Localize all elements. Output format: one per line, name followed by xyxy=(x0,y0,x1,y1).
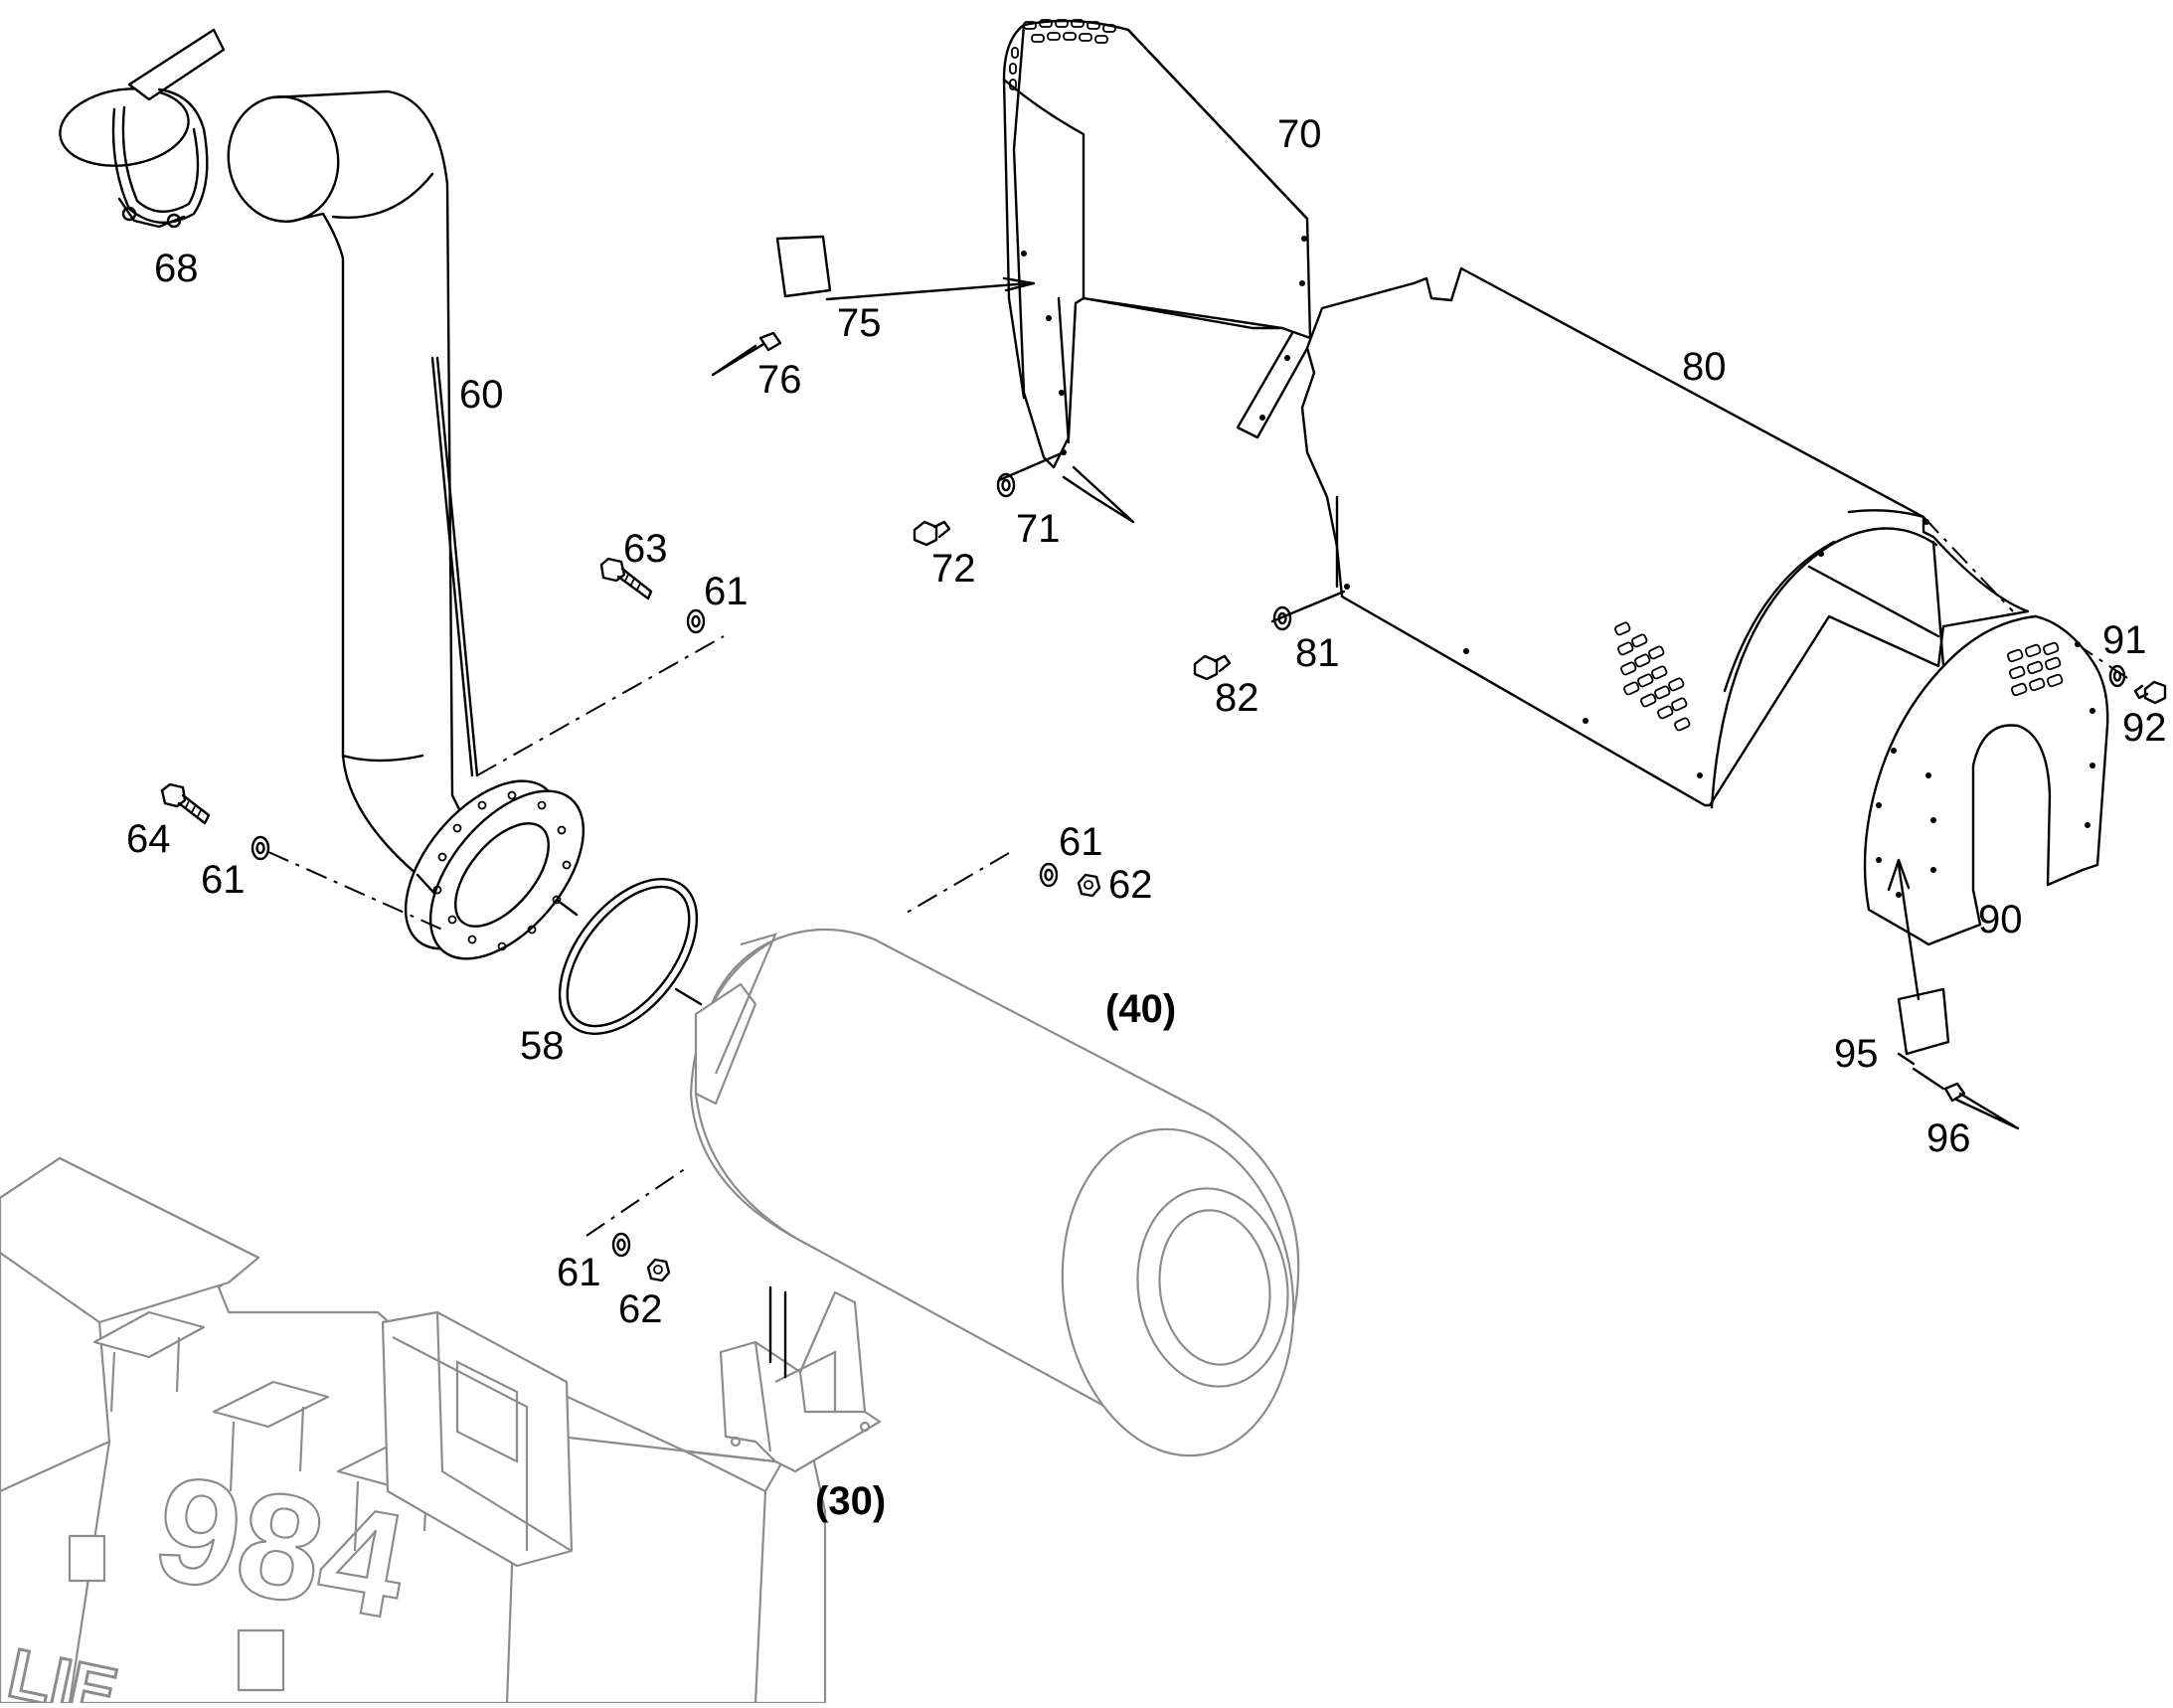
label-71: 71 xyxy=(1016,507,1061,551)
label-62-muffler-top: 62 xyxy=(1108,863,1153,907)
nut-62-muffler-top xyxy=(1077,873,1101,898)
bolt-82 xyxy=(1193,654,1232,681)
machine-body-background: 984 LIE xyxy=(0,1156,827,1708)
heat-shield-70 xyxy=(1002,19,1312,524)
rivet-96 xyxy=(1943,1082,2020,1130)
label-92: 92 xyxy=(2122,706,2167,750)
label-95: 95 xyxy=(1834,1032,1879,1076)
label-70: 70 xyxy=(1277,112,1322,156)
rivet-76 xyxy=(711,331,782,377)
bolt-63 xyxy=(599,557,653,600)
label-61-muffler-bottom: 61 xyxy=(557,1251,601,1294)
bolt-72 xyxy=(913,520,951,547)
label-76: 76 xyxy=(757,358,802,402)
gasket-58 xyxy=(558,877,699,1036)
end-plate-90 xyxy=(1863,614,2109,946)
label-58: 58 xyxy=(520,1024,565,1068)
muffler-40 xyxy=(689,928,1300,1457)
label-90: 90 xyxy=(1978,898,2023,941)
label-82: 82 xyxy=(1215,676,1259,720)
decal-75 xyxy=(775,235,832,298)
washer-61-muffler-bottom xyxy=(611,1232,631,1258)
label-64: 64 xyxy=(126,817,171,861)
washer-61-left xyxy=(251,835,270,861)
label-61-muffler-top: 61 xyxy=(1059,820,1103,864)
decal-95 xyxy=(1897,987,1950,1056)
assembly-lines xyxy=(267,276,2128,1379)
label-62-muffler-bottom: 62 xyxy=(618,1287,663,1331)
label-68: 68 xyxy=(154,247,199,290)
part-labels: 68 60 63 61 64 61 58 61 62 (40) 61 62 (3… xyxy=(126,112,2167,1523)
nut-62-muffler-bottom xyxy=(646,1258,671,1282)
washer-61-muffler-top xyxy=(1039,862,1059,888)
support-bracket-30 xyxy=(719,1290,882,1473)
label-91: 91 xyxy=(2102,618,2147,662)
label-40: (40) xyxy=(1105,987,1176,1031)
plate-1 xyxy=(68,1534,106,1583)
label-61-left: 61 xyxy=(201,858,246,902)
label-60: 60 xyxy=(459,373,504,417)
exhaust-pipe-60 xyxy=(227,89,585,960)
rain-cap-68 xyxy=(59,28,226,229)
washer-61-upper xyxy=(686,608,706,634)
bolt-92 xyxy=(2133,680,2167,705)
label-81: 81 xyxy=(1295,631,1340,675)
bolt-64 xyxy=(160,782,211,825)
label-80: 80 xyxy=(1682,345,1727,389)
label-72: 72 xyxy=(931,547,976,591)
plate-2 xyxy=(237,1628,285,1692)
label-61-upper: 61 xyxy=(704,570,749,613)
label-30: (30) xyxy=(815,1479,886,1523)
label-96: 96 xyxy=(1926,1116,1971,1160)
label-63: 63 xyxy=(623,527,668,571)
label-75: 75 xyxy=(837,301,882,345)
